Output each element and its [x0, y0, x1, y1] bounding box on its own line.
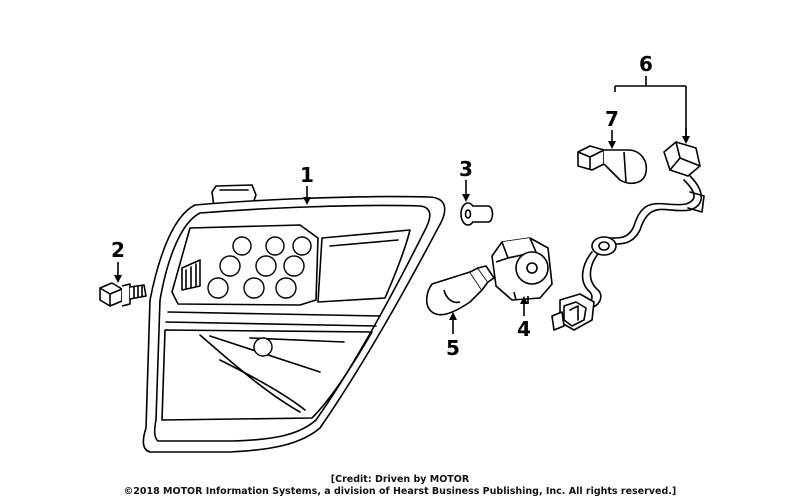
- callout-3: 3: [459, 157, 473, 181]
- wiring-harness: [551, 141, 705, 331]
- wedge-bulb: [425, 265, 495, 316]
- callout-2: 2: [111, 238, 125, 262]
- credit-line: [Credit: Driven by MOTOR: [330, 474, 470, 485]
- callout-1: 1: [300, 163, 314, 187]
- grommet-screw: [460, 202, 494, 226]
- mounting-bolt: [99, 282, 147, 307]
- bulb-socket: [491, 237, 553, 304]
- copyright-line: ©2018 MOTOR Information Systems, a divis…: [123, 486, 677, 497]
- callout-7: 7: [605, 107, 619, 131]
- callout-5: 5: [446, 336, 460, 360]
- leader-6: [614, 76, 687, 138]
- tail-lamp-assembly: [142, 184, 446, 453]
- callout-6: 6: [639, 52, 653, 76]
- led-cluster: [207, 236, 312, 357]
- callout-leaders: [114, 76, 690, 334]
- callout-4: 4: [517, 317, 531, 341]
- wedge-socket: [577, 145, 648, 185]
